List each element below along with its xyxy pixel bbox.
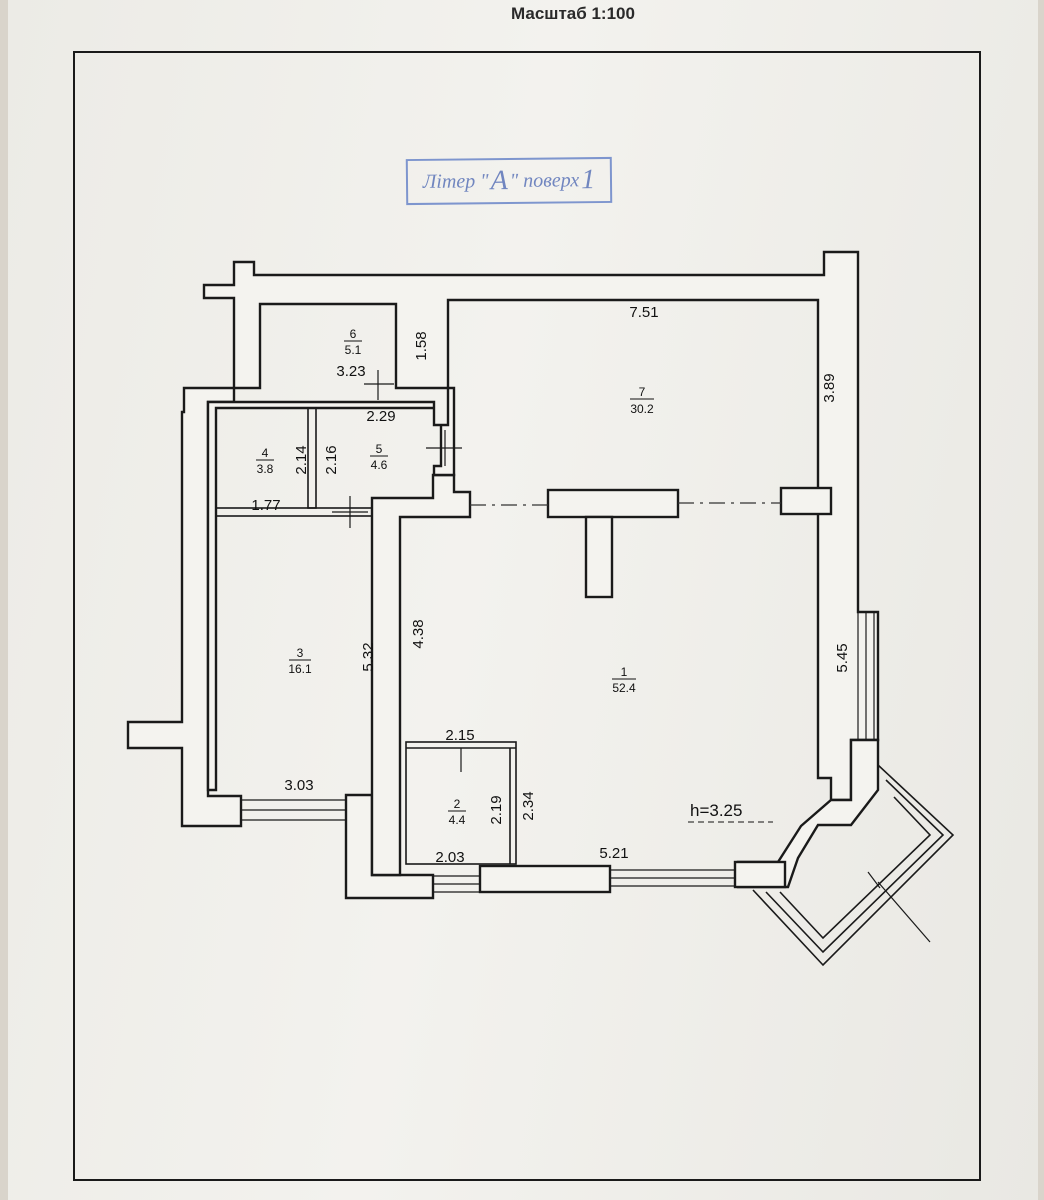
front-wall-middle bbox=[478, 864, 612, 894]
dim-2-03: 2.03 bbox=[435, 849, 464, 866]
dim-3-03: 3.03 bbox=[284, 777, 313, 794]
svg-text:3.8: 3.8 bbox=[257, 462, 274, 476]
dim-4-38: 4.38 bbox=[410, 619, 427, 648]
svg-text:4: 4 bbox=[262, 446, 269, 460]
stamp-letter: А bbox=[490, 165, 508, 197]
room-label-6: 6 5.1 bbox=[344, 327, 362, 357]
room-label-4: 4 3.8 bbox=[256, 446, 274, 476]
dim-1-58: 1.58 bbox=[413, 331, 430, 360]
svg-text:5: 5 bbox=[376, 442, 383, 456]
room-label-3: 3 16.1 bbox=[288, 646, 312, 676]
dashed-boundaries bbox=[470, 502, 781, 506]
dim-2-14: 2.14 bbox=[293, 445, 310, 474]
dim-5-45: 5.45 bbox=[834, 643, 851, 672]
dim-2-34: 2.34 bbox=[520, 791, 537, 820]
room-label-1: 1 52.4 bbox=[612, 665, 636, 695]
front-wall-right bbox=[733, 860, 787, 889]
room-label-2: 2 4.4 bbox=[448, 797, 466, 827]
window-front bbox=[241, 612, 875, 893]
svg-text:30.2: 30.2 bbox=[630, 402, 654, 416]
floor-stamp: Літер " А " поверх 1 bbox=[405, 156, 613, 206]
room-label-5: 5 4.6 bbox=[370, 442, 388, 472]
exterior-walls bbox=[126, 250, 880, 828]
svg-text:4.4: 4.4 bbox=[449, 813, 466, 827]
dim-5-32: 5.32 bbox=[360, 642, 377, 671]
ceiling-height: h=3.25 bbox=[690, 801, 742, 820]
svg-text:4.6: 4.6 bbox=[371, 458, 388, 472]
svg-text:5.1: 5.1 bbox=[345, 343, 362, 357]
dim-2-15: 2.15 bbox=[445, 727, 474, 744]
column-wall bbox=[584, 515, 614, 599]
partition-wall-right bbox=[779, 486, 833, 516]
dim-2-29: 2.29 bbox=[366, 408, 395, 425]
svg-text:52.4: 52.4 bbox=[612, 681, 636, 695]
stamp-prefix: Літер " bbox=[422, 169, 489, 193]
svg-text:7: 7 bbox=[639, 385, 646, 399]
door-markers bbox=[332, 370, 931, 943]
sheet-frame bbox=[73, 51, 981, 1181]
svg-text:16.1: 16.1 bbox=[288, 662, 312, 676]
stamp-floor: 1 bbox=[581, 164, 596, 196]
bay-window-frame bbox=[752, 764, 955, 967]
interior-wall-left-column bbox=[370, 473, 472, 877]
dim-5-21: 5.21 bbox=[599, 845, 628, 862]
floor-plan: 6 5.1 7 30.2 4 3.8 5 4.6 3 bbox=[73, 51, 981, 1181]
room-labels: 6 5.1 7 30.2 4 3.8 5 4.6 3 bbox=[256, 327, 654, 827]
dimension-labels: 7.51 1.58 3.23 2.29 3.89 2.14 2.16 1.77 … bbox=[251, 304, 851, 866]
dim-2-16: 2.16 bbox=[323, 445, 340, 474]
stamp-middle: " поверх bbox=[509, 168, 580, 192]
dim-1-77: 1.77 bbox=[251, 497, 280, 514]
dim-3-89: 3.89 bbox=[821, 373, 838, 402]
svg-text:1: 1 bbox=[621, 665, 628, 679]
dim-3-23: 3.23 bbox=[336, 363, 365, 380]
svg-text:3: 3 bbox=[297, 646, 304, 660]
drawing-sheet: Масштаб 1:100 bbox=[8, 0, 1038, 1200]
dim-7-51: 7.51 bbox=[629, 304, 658, 321]
beam-wall bbox=[546, 488, 680, 519]
svg-text:6: 6 bbox=[350, 327, 357, 341]
dim-2-19: 2.19 bbox=[488, 795, 505, 824]
svg-text:2: 2 bbox=[454, 797, 461, 811]
room-label-7: 7 30.2 bbox=[630, 385, 654, 416]
interior-wall-corridor bbox=[206, 386, 456, 792]
scale-title: Масштаб 1:100 bbox=[511, 4, 635, 23]
